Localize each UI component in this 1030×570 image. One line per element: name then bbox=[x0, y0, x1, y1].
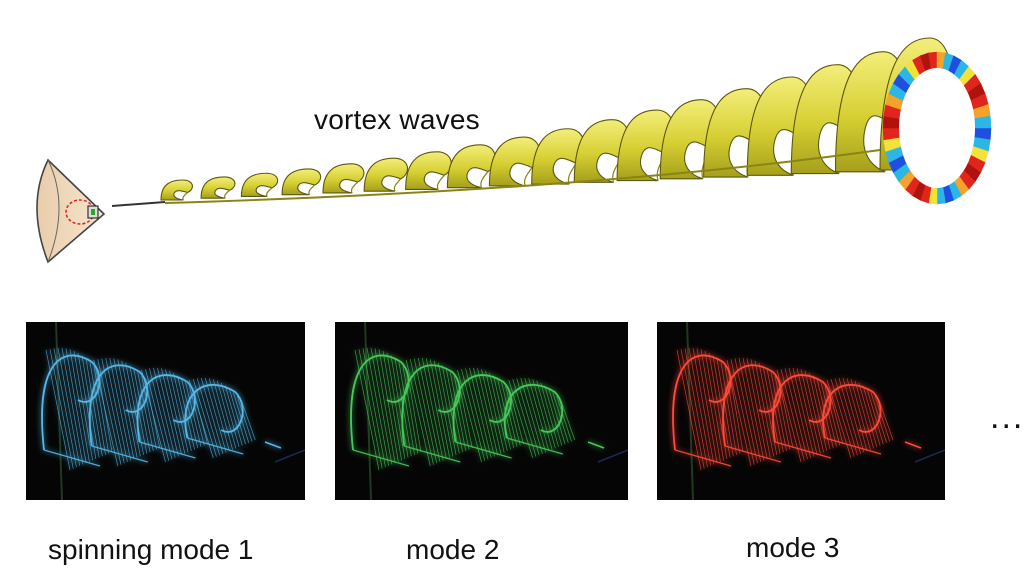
spiral-loop bbox=[446, 144, 496, 189]
spiral-loop bbox=[405, 151, 452, 190]
spinning-mode-1-image bbox=[26, 322, 305, 500]
more-modes-ellipsis: ... bbox=[990, 398, 1025, 436]
spiral-loop bbox=[322, 163, 365, 194]
spiral-loop bbox=[200, 176, 236, 199]
vortex-wave-spiral bbox=[160, 37, 953, 204]
vortex-waves-label: vortex waves bbox=[314, 104, 480, 135]
spiral-loop bbox=[363, 157, 408, 192]
caption-mode-2: mode 2 bbox=[406, 534, 500, 565]
spiral-loop bbox=[160, 179, 193, 201]
mode-2-image bbox=[335, 322, 628, 500]
caption-mode-3: mode 3 bbox=[746, 532, 840, 563]
phase-ring-icon bbox=[882, 51, 992, 205]
spiral-loop bbox=[240, 172, 279, 198]
caption-spinning-mode-1: spinning mode 1 bbox=[48, 534, 254, 565]
mode-3-image bbox=[657, 322, 945, 500]
emitter-cone-icon bbox=[36, 158, 106, 264]
spiral-loop bbox=[281, 168, 322, 196]
vortex-beam-illustration bbox=[36, 37, 992, 264]
